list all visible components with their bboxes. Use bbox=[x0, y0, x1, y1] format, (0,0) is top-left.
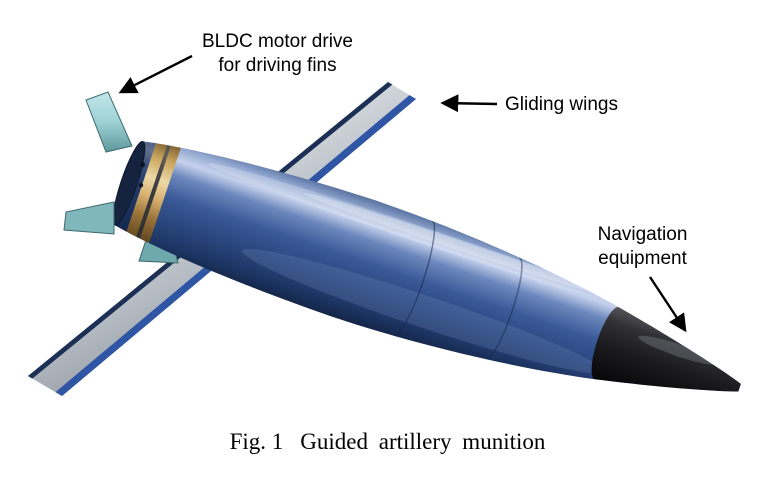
panel-seam bbox=[392, 219, 436, 337]
panel-seam-2 bbox=[485, 257, 523, 360]
munition-body bbox=[114, 141, 741, 392]
arrow-to-navigation-equipment bbox=[648, 276, 687, 333]
nose-highlight bbox=[638, 335, 719, 365]
tail-bolt-2 bbox=[138, 183, 144, 188]
bldc-actuator-band bbox=[124, 138, 169, 241]
band-gap bbox=[135, 141, 173, 242]
bldc-actuator-band-2 bbox=[139, 142, 182, 245]
label-gliding-wings: Gliding wings bbox=[505, 94, 618, 115]
caption-prefix: Fig. 1 bbox=[229, 429, 284, 454]
caption-title: Guided artillery munition bbox=[300, 429, 546, 454]
munition-body-group bbox=[111, 133, 741, 392]
label-navigation-line1: Navigation bbox=[597, 224, 688, 245]
tail-fin-left bbox=[63, 201, 115, 235]
tail-fin-top bbox=[85, 91, 133, 153]
tail-bolt bbox=[140, 162, 145, 168]
label-navigation-equipment: Navigation equipment bbox=[570, 223, 715, 271]
body-highlight-bright bbox=[303, 193, 608, 296]
body-reflection bbox=[242, 248, 603, 374]
label-bldc-line1: BLDC motor drive bbox=[202, 31, 353, 52]
label-bldc-motor-drive: BLDC motor drive for driving fins bbox=[180, 30, 375, 78]
arrow-to-bldc-motor bbox=[118, 54, 193, 94]
body-highlight bbox=[208, 163, 645, 310]
label-bldc-line2: for driving fins bbox=[218, 55, 337, 76]
figure-caption: Fig. 1 Guided artillery munition bbox=[0, 429, 775, 455]
navigation-nose-cone bbox=[591, 307, 741, 392]
label-navigation-line2: equipment bbox=[598, 248, 687, 269]
arrow-to-gliding-wings bbox=[440, 94, 498, 113]
tail-cap bbox=[112, 141, 146, 226]
